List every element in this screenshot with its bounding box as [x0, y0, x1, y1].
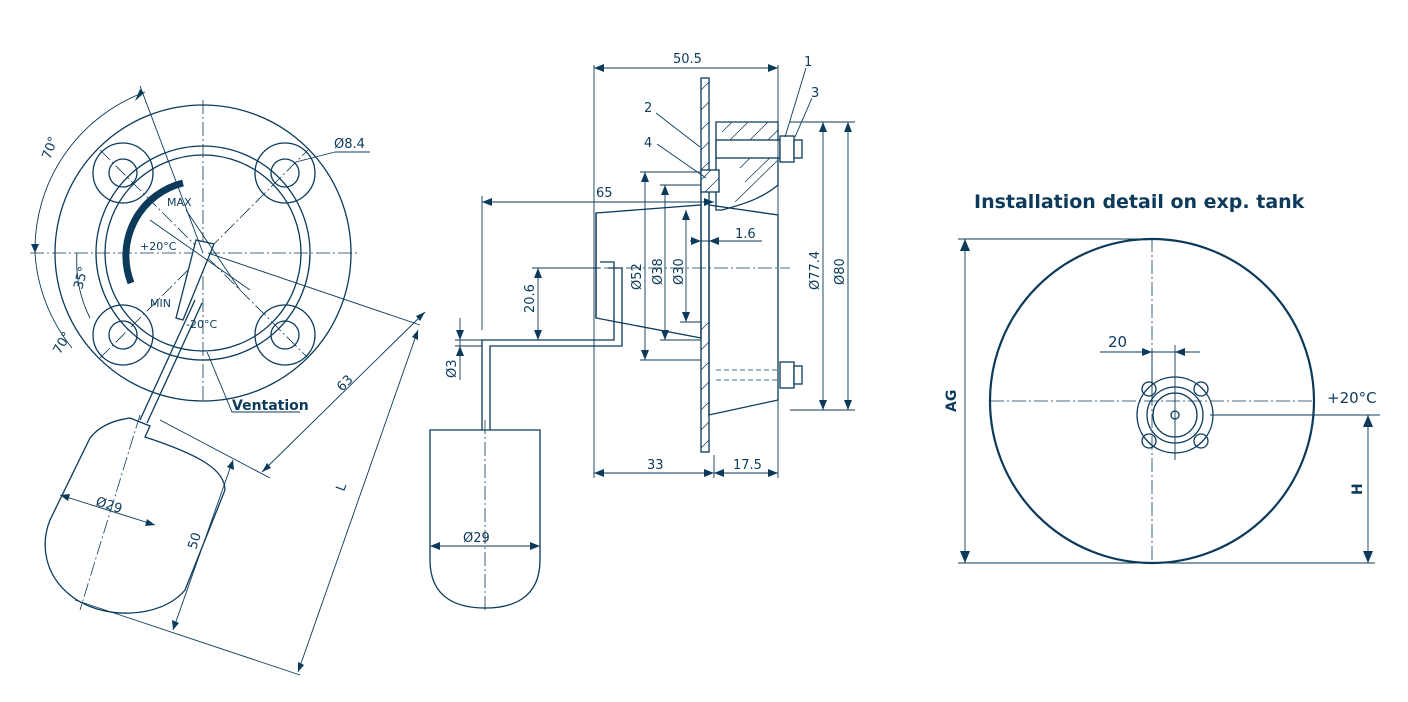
float-axis [79, 414, 141, 611]
center-line-diag [99, 149, 309, 359]
dim-L-line [297, 329, 419, 673]
hole-leader [295, 151, 336, 163]
ventation-label: Ventation [232, 398, 309, 414]
bolt-nut-lower [793, 365, 803, 385]
arrowhead [530, 542, 540, 550]
dim-1-6-label: 1.6 [735, 227, 756, 242]
float-len-label: 50 [186, 531, 205, 551]
item-3-label: 3 [811, 86, 819, 101]
max-label: MAX [167, 196, 192, 209]
extension-line [207, 252, 421, 326]
arrowhead [172, 620, 179, 630]
lug-top-right [254, 142, 316, 204]
item-2-label: 2 [644, 101, 652, 116]
dim-52-label: Ø52 [630, 263, 645, 290]
angle-mid-label: 35° [71, 265, 91, 291]
item-1-leader [784, 67, 807, 138]
arrowhead [262, 463, 271, 472]
dim-3-label: Ø3 [445, 359, 460, 378]
arrowhead [135, 89, 144, 101]
extension-line [74, 599, 301, 676]
temp-label: +20°C [1327, 389, 1377, 407]
float-arm [139, 299, 196, 421]
bolt-head-lower [779, 361, 795, 389]
dim-20-6-label: 20.6 [523, 284, 538, 313]
float-dia-label-side: Ø29 [463, 531, 490, 546]
lug-bottom-left [92, 304, 154, 366]
bolt [715, 139, 781, 159]
arrowhead [416, 312, 425, 321]
arm-outer [481, 261, 615, 430]
item-2-leader [655, 112, 701, 148]
float-dia-label: Ø29 [94, 495, 124, 518]
mini-lug [1193, 433, 1209, 449]
dim-38-label: Ø38 [651, 258, 666, 285]
dim-H-label: H [1350, 483, 1366, 495]
item-4-label: 4 [644, 136, 652, 151]
angle-bottom-label: 70° [50, 330, 75, 357]
dim-65-label: 65 [596, 186, 613, 201]
side-view: Ø29 50.5 65 1.6 Ø52 Ø38 Ø30 Ø77.4 [429, 52, 855, 610]
dim-80-label: Ø80 [833, 258, 848, 285]
mini-lug [1141, 381, 1157, 397]
bolt-hole [108, 320, 138, 350]
mini-lug [1193, 381, 1209, 397]
arrowhead [227, 460, 234, 470]
dim-33-label: 33 [647, 458, 664, 473]
min-label: MIN [150, 297, 171, 310]
float-dia-dim [59, 494, 156, 526]
item-3-leader [794, 97, 813, 138]
float-len-dim [172, 459, 234, 631]
arm-inner [489, 267, 623, 430]
bolt-hole [108, 158, 138, 188]
angle-arc-bottom [34, 252, 73, 349]
arrowhead [412, 330, 418, 340]
dim-77-4-label: Ø77.4 [808, 251, 823, 290]
bolt-hole [270, 158, 300, 188]
mid-temp-label: +20°C [140, 240, 177, 253]
float-body [44, 417, 226, 614]
item-1-label: 1 [804, 55, 812, 70]
dim-30-label: Ø30 [672, 258, 687, 285]
dim-20-label: 20 [1108, 333, 1127, 351]
arrowhead [60, 494, 70, 501]
arrowhead [430, 542, 440, 550]
float-arm [146, 302, 203, 424]
bolt-head [779, 135, 795, 163]
angle-top-label: 70° [40, 135, 62, 162]
dim-63-line [261, 311, 426, 473]
item-4-leader [656, 143, 707, 179]
angle-arc-mid [76, 252, 91, 319]
ventation-leader [206, 351, 233, 413]
flange-section [715, 121, 779, 211]
extension-line [159, 419, 271, 479]
installation-detail: Installation detail on exp. tank 20 +20°… [944, 191, 1380, 565]
tank-wall [700, 77, 710, 453]
angle-ext-line [139, 85, 204, 254]
dim-17-5-label: 17.5 [733, 458, 762, 473]
arrowhead [298, 662, 304, 672]
front-view: MAX +20°C MIN -20°C 70° 35° 70° Ø8.4 Ven… [30, 85, 426, 676]
pointer-line [149, 219, 251, 291]
angle-arc-top [34, 91, 146, 254]
arrowhead [145, 519, 155, 526]
arrowhead [31, 244, 39, 253]
hole-dia-label: Ø8.4 [334, 137, 365, 152]
install-title: Installation detail on exp. tank [974, 191, 1305, 213]
dim-AG-label: AG [944, 390, 960, 412]
bolt-hole [270, 320, 300, 350]
center-line-diag [99, 149, 309, 359]
bolt-nut [793, 139, 803, 159]
mini-lug [1141, 433, 1157, 449]
lug-top-left [92, 142, 154, 204]
lug-bottom-right [254, 304, 316, 366]
dim-L-label: L [334, 481, 351, 494]
dim-63-label: 63 [334, 373, 356, 395]
gauge-scale-bar [122, 179, 184, 285]
dim-50-5-label: 50.5 [673, 52, 702, 67]
